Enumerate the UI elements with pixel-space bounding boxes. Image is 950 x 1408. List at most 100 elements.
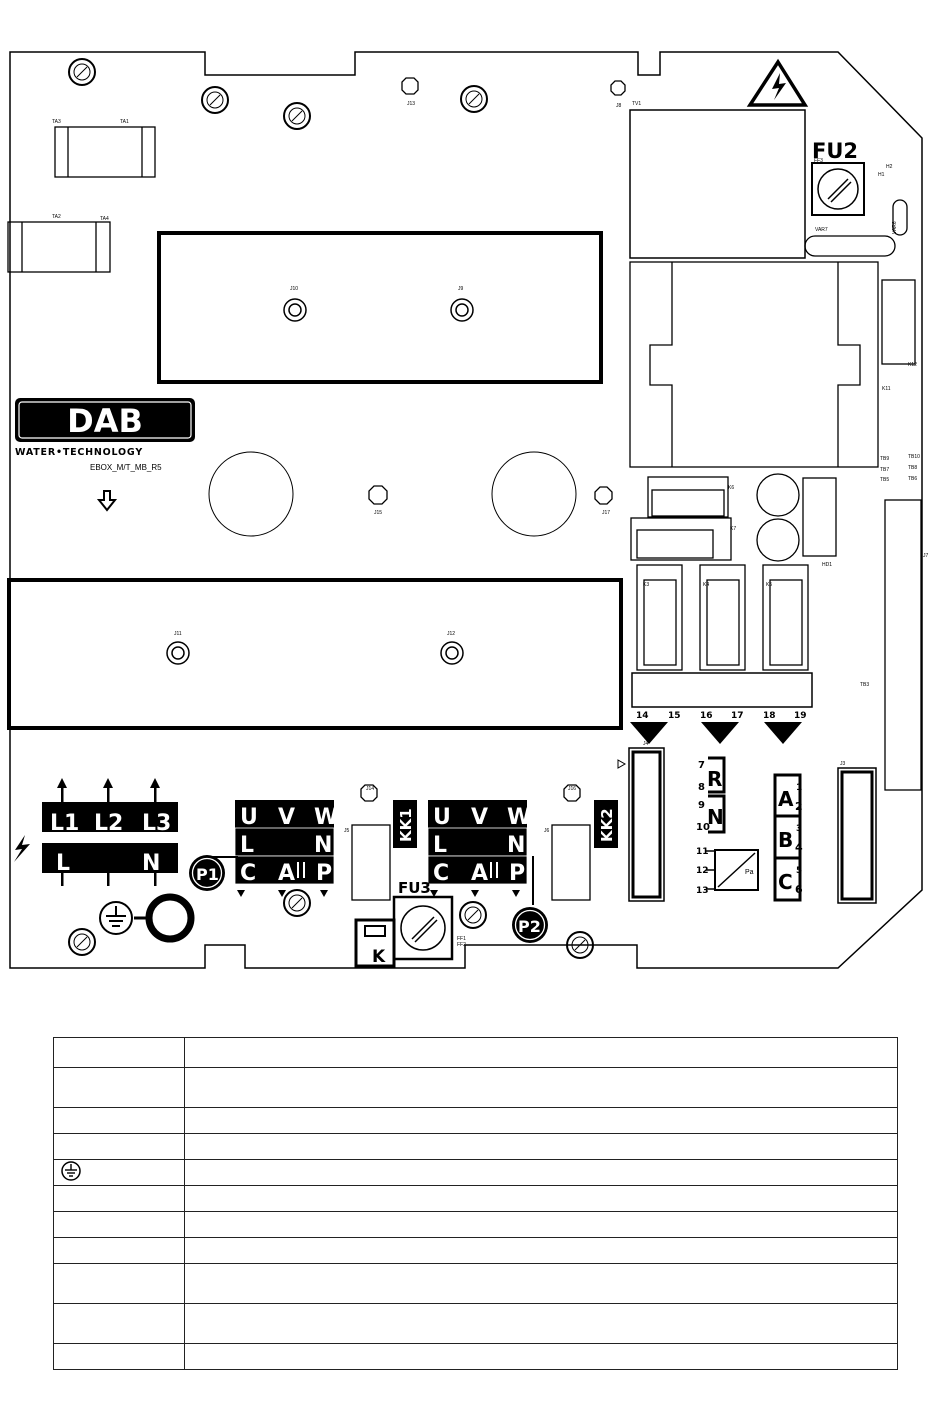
terminal-l3: L3 [142, 811, 171, 836]
p1-v: V [278, 805, 295, 830]
relay-output-arrows [630, 722, 802, 744]
p2-a: A [471, 861, 488, 886]
silk-ta2: TA2 [52, 214, 61, 220]
pump2-terminal-block [427, 800, 534, 905]
silk-j10: J10 [290, 286, 298, 292]
connector-j5 [351, 824, 391, 901]
p1-l: L [240, 833, 254, 858]
silk-tb9: TB9 [880, 456, 889, 462]
silk-ff3: FF3 [814, 158, 823, 164]
fu2-label: FU2 [812, 139, 858, 163]
p1-c: C [240, 861, 256, 886]
silk-ff1: FF1 [457, 936, 466, 942]
fuse-k-label: K [372, 947, 386, 967]
silk-ta4: TA4 [100, 216, 109, 222]
silk-tb6: TB6 [908, 476, 917, 482]
legend-table [53, 1037, 898, 1370]
silk-k5: K5 [766, 582, 772, 588]
rs485-b: B [778, 828, 793, 852]
silk-j5: J5 [344, 828, 350, 834]
silk-h1: H1 [878, 172, 885, 178]
connector-j4 [617, 747, 665, 902]
silk-j11: J11 [174, 631, 182, 637]
rs485-c: C [778, 870, 793, 894]
p1-capacitor-icon [297, 862, 305, 878]
mounting-screws [68, 58, 594, 959]
rs485-6: 6 [795, 883, 803, 896]
table-row [53, 1237, 898, 1264]
silk-j9: J9 [458, 286, 464, 292]
pump-p1-label: P1 [196, 865, 219, 884]
term-15: 15 [668, 711, 681, 721]
kk1-box [393, 800, 417, 848]
p2-n: N [507, 833, 525, 858]
rs485-3: 3 [796, 824, 802, 834]
power-input-terminal [42, 778, 178, 886]
ctrl-9: 9 [698, 800, 705, 811]
term-16: 16 [700, 711, 713, 721]
silk-k6: K6 [728, 485, 734, 491]
small-connectors [360, 77, 626, 802]
p1-a: A [278, 861, 295, 886]
upper-heatsink [157, 231, 603, 384]
silk-j4: J4 [643, 741, 649, 747]
silk-j8: J8 [616, 103, 622, 109]
ctrl-7: 7 [698, 760, 705, 771]
silk-ff2: FF2 [457, 942, 466, 948]
rs485-2: 2 [795, 800, 803, 813]
relay-kk2: KK2 [598, 808, 616, 842]
ctrl-11: 11 [696, 847, 709, 857]
lightning-icon [14, 835, 30, 862]
fu3-fuse-holder [354, 895, 454, 968]
term-17: 17 [731, 711, 744, 721]
silk-j3: J3 [840, 761, 846, 767]
p2-badge [512, 907, 548, 943]
table-row [53, 1037, 898, 1068]
silk-tb3: TB3 [860, 682, 869, 688]
connector-j3 [837, 767, 877, 904]
pump1-terminal-block [203, 800, 335, 897]
silk-tb8: TB8 [908, 465, 917, 471]
earth-ground-icon [61, 1161, 81, 1181]
table-row [53, 1067, 898, 1108]
right-capacitor-hole [491, 451, 577, 537]
dab-logo: DAB [15, 398, 195, 442]
relays-k3-k5 [636, 564, 809, 671]
p1-n: N [314, 833, 332, 858]
pump-p2-label: P2 [518, 917, 541, 936]
silk-h2: H2 [886, 164, 893, 170]
rs485-5: 5 [796, 866, 802, 876]
p1-p: P [316, 861, 332, 886]
silk-k7: K7 [730, 526, 736, 532]
ctrl-13: 13 [696, 886, 709, 896]
p2-v: V [471, 805, 488, 830]
fu3-label: FU3 [398, 879, 431, 897]
relays-k6-k7 [630, 473, 837, 562]
silk-k12: K12 [908, 362, 917, 368]
earth-ground-icon [99, 893, 195, 943]
ctrl-12: 12 [696, 866, 709, 876]
connector-j6 [551, 824, 591, 901]
p2-w: W [507, 805, 531, 830]
ta-components [7, 126, 156, 273]
terminal-l2: L2 [94, 811, 123, 836]
pcb-layout-diagram: TA3 TA1 TA2 TA4 J13 J8 TV1 J10 J9 FU2 FF… [7, 51, 929, 969]
silk-ta1: TA1 [120, 119, 129, 125]
board-model: EBOX_M/T_MB_R5 [90, 463, 162, 472]
ctrl-8: 8 [698, 782, 705, 793]
table-row [53, 1185, 898, 1212]
varistor-var7 [804, 235, 896, 257]
silk-j7: J7 [923, 553, 929, 559]
table-row [53, 1263, 898, 1304]
high-voltage-warning-icon [746, 58, 809, 107]
ctrl-10: 10 [696, 822, 710, 833]
left-capacitor-hole [208, 451, 294, 537]
lower-heatsink [7, 578, 623, 730]
relay-k11 [881, 279, 916, 365]
ctrl-n: N [707, 805, 724, 829]
silk-j14: J14 [366, 786, 374, 792]
silk-var7: VAR7 [815, 227, 828, 233]
terminal-l: L [56, 851, 70, 876]
term-14: 14 [636, 711, 649, 721]
terminal-n: N [142, 851, 160, 876]
